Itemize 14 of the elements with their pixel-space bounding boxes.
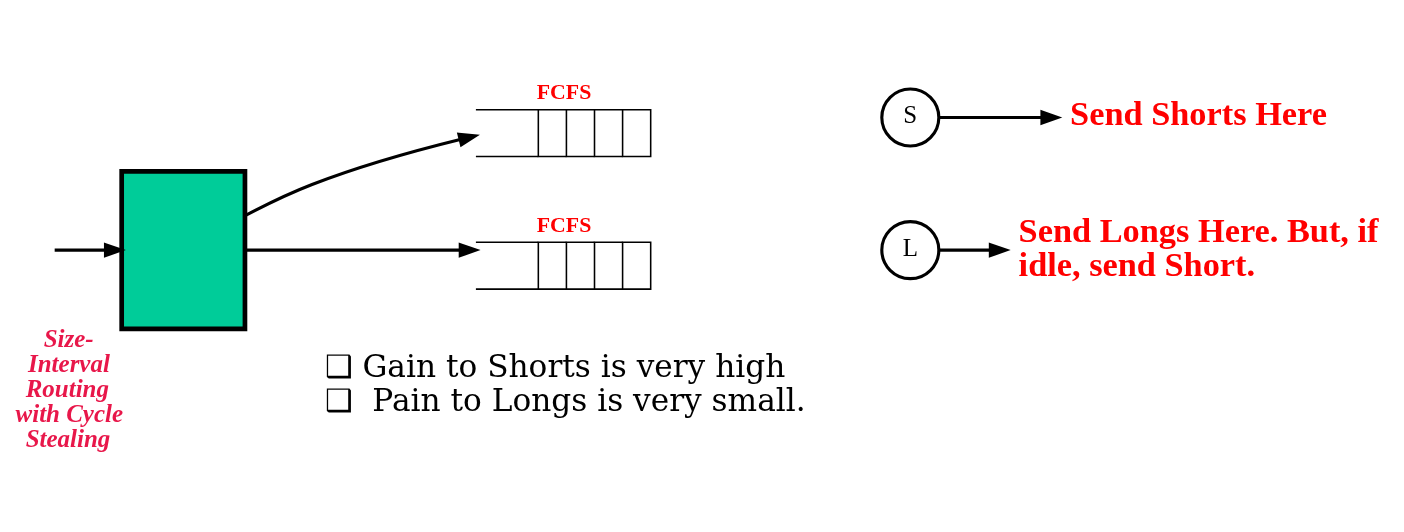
label: ❑ Gain to Shorts is very high — [324, 347, 786, 384]
node-text: Send Shorts Here — [1070, 93, 1327, 132]
arrow — [939, 241, 1011, 258]
node-label: FCFS — [536, 79, 592, 104]
arrow — [245, 241, 481, 258]
arrow — [939, 109, 1063, 125]
node-text: Send Longs Here. But, if idle, send Short. — [1018, 210, 1379, 283]
arrow — [244, 131, 480, 217]
node-circle: S — [880, 86, 941, 148]
node-box — [119, 168, 248, 331]
node-circle: L — [880, 219, 941, 280]
node-label: FCFS — [536, 212, 592, 237]
node-label: Size-Interval Routing with Cycle Stealing — [15, 324, 123, 452]
arrow — [54, 241, 126, 258]
